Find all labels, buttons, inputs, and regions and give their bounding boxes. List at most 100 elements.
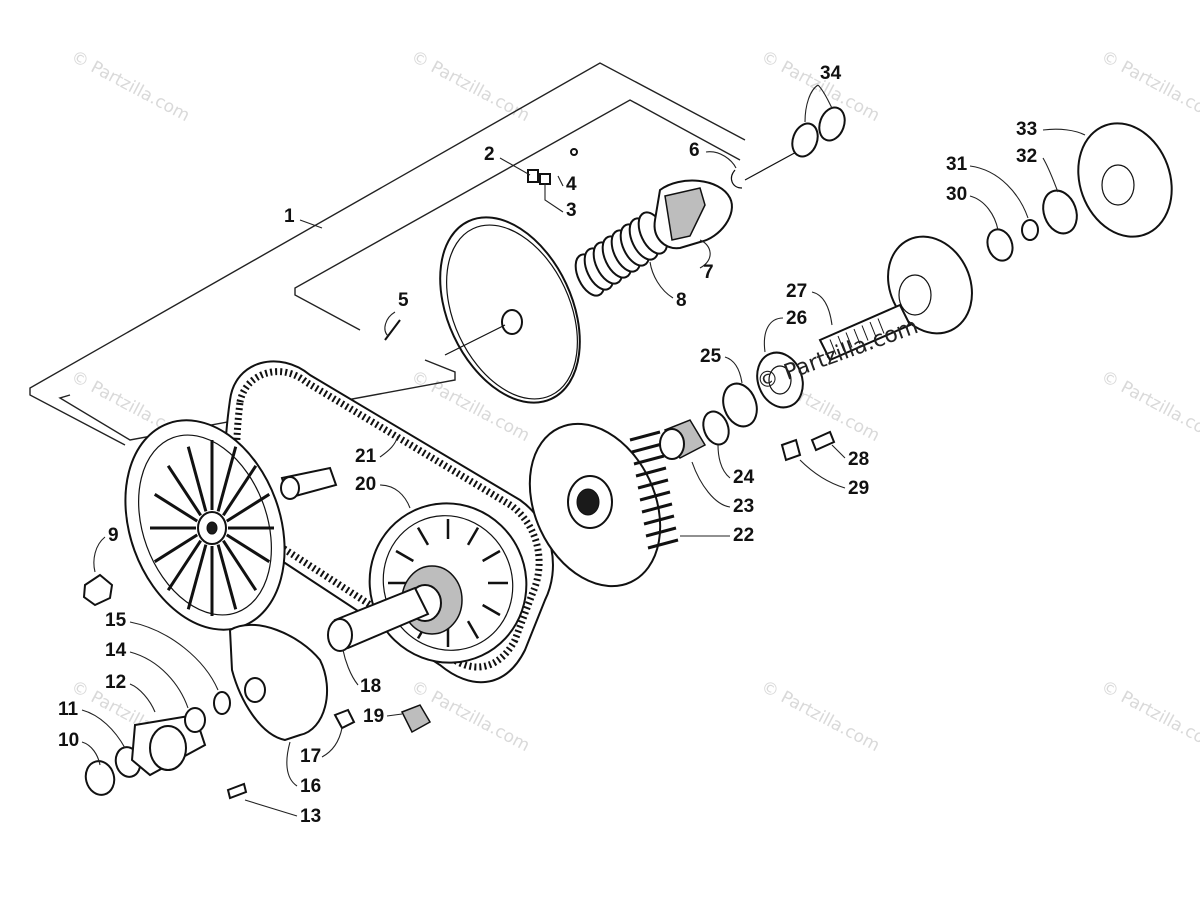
driven-sheave — [124, 419, 338, 631]
leader-line — [379, 484, 411, 509]
sheave-spoke — [225, 533, 271, 563]
callout-number: 9 — [108, 525, 119, 546]
sheave-spoke — [186, 446, 208, 512]
leader-line — [691, 461, 731, 508]
bearing-26 — [756, 351, 804, 409]
sheave-spoke — [216, 544, 238, 610]
nut-9 — [82, 573, 114, 607]
one-way-bearing-32 — [1042, 189, 1078, 235]
leader-line — [1042, 128, 1086, 136]
callout-number: 2 — [484, 144, 495, 165]
callout-number: 5 — [398, 290, 409, 311]
leader-line — [557, 175, 564, 187]
callout-number: 8 — [676, 290, 687, 311]
clutch-fin — [395, 549, 414, 563]
spring-8 — [574, 211, 669, 297]
callout-number: 34 — [820, 63, 842, 84]
leader-line — [81, 741, 101, 766]
callout-number: 20 — [355, 474, 376, 495]
shaft-spline — [845, 332, 853, 348]
sheave-spoke — [186, 544, 208, 610]
sheave-vane — [639, 490, 671, 502]
nut-19 — [400, 704, 432, 734]
leader-lines — [81, 84, 1086, 817]
sheave-spoke — [153, 493, 199, 523]
leader-line — [804, 84, 833, 123]
shaft-spline — [853, 328, 861, 345]
watermark-text: © Partzilla.com — [758, 47, 883, 126]
callout-number: 1 — [284, 206, 295, 227]
callout-number: 17 — [300, 746, 321, 767]
callout-number: 19 — [363, 706, 384, 727]
leader-line — [649, 261, 674, 299]
bolt-28 — [810, 430, 836, 452]
retaining-ring-6 — [730, 169, 743, 189]
watermark-text: © Partzilla.com — [1098, 677, 1200, 756]
callout-number: 23 — [733, 496, 754, 517]
watermark-text: © Partzilla.com — [68, 47, 193, 126]
ring-24 — [702, 410, 730, 446]
leader-line — [386, 713, 403, 717]
weight-3 — [539, 173, 551, 185]
bolt-13 — [226, 782, 248, 800]
clip-17 — [333, 708, 356, 730]
callout-number: 21 — [355, 446, 377, 467]
leader-line — [724, 356, 743, 384]
callout-number: 32 — [1016, 146, 1037, 167]
sheave-vane — [641, 502, 673, 514]
clutch-fin — [466, 526, 480, 546]
sheave-vane — [631, 442, 663, 454]
sheave-plate — [439, 216, 581, 404]
assembly-bracket-outer — [29, 62, 746, 446]
drive-sheave-22 — [528, 422, 679, 588]
callout-number: 12 — [105, 672, 126, 693]
callout-number: 26 — [786, 308, 807, 329]
sheave-vane — [643, 514, 675, 526]
leader-line — [969, 165, 1029, 219]
callout-number: 4 — [566, 174, 577, 195]
bushing-14 — [184, 707, 206, 733]
sheave-spoke — [153, 533, 199, 563]
assembly-bracket-inner — [294, 99, 741, 331]
leader-line — [286, 741, 298, 787]
sheave-vane — [629, 430, 661, 442]
output-shaft-27 — [818, 235, 973, 362]
leader-line — [699, 239, 711, 269]
drive-clutch-20 — [327, 502, 528, 664]
ring-30 — [986, 228, 1014, 262]
callout-number: 25 — [700, 346, 722, 367]
leader-line — [1042, 157, 1059, 193]
callout-number: 33 — [1016, 119, 1037, 140]
leader-line — [544, 183, 564, 213]
shaft-centerline — [744, 149, 801, 181]
callout-number: 16 — [300, 776, 321, 797]
shaft-spline — [821, 342, 829, 359]
callout-number: 29 — [848, 478, 869, 499]
shaft-spline — [837, 335, 845, 352]
hub-23-face — [659, 428, 685, 460]
callout-number: 11 — [58, 699, 79, 720]
ring-25 — [722, 382, 758, 428]
shaft-spline — [829, 339, 837, 355]
watermark-text: © Partzilla.com — [1098, 47, 1200, 126]
leader-line — [93, 536, 106, 573]
callout-number: 13 — [300, 806, 321, 827]
collar-31 — [1021, 219, 1039, 241]
leader-line — [129, 621, 219, 691]
callout-number: 18 — [360, 676, 381, 697]
sheave-spoke — [222, 539, 258, 592]
leader-line — [244, 799, 298, 817]
shaft-spline — [869, 321, 877, 338]
sheave-spoke — [216, 446, 238, 512]
washer-15 — [213, 691, 231, 715]
leader-line — [129, 651, 189, 709]
callout-number: 10 — [58, 730, 79, 751]
sheave-vane — [635, 466, 667, 478]
clutch-fin — [466, 620, 480, 640]
callout-number: 14 — [105, 640, 127, 661]
sheave-spoke — [225, 493, 271, 523]
nut-29 — [780, 438, 802, 462]
callout-number: 30 — [946, 184, 967, 205]
callout-number: 22 — [733, 525, 754, 546]
